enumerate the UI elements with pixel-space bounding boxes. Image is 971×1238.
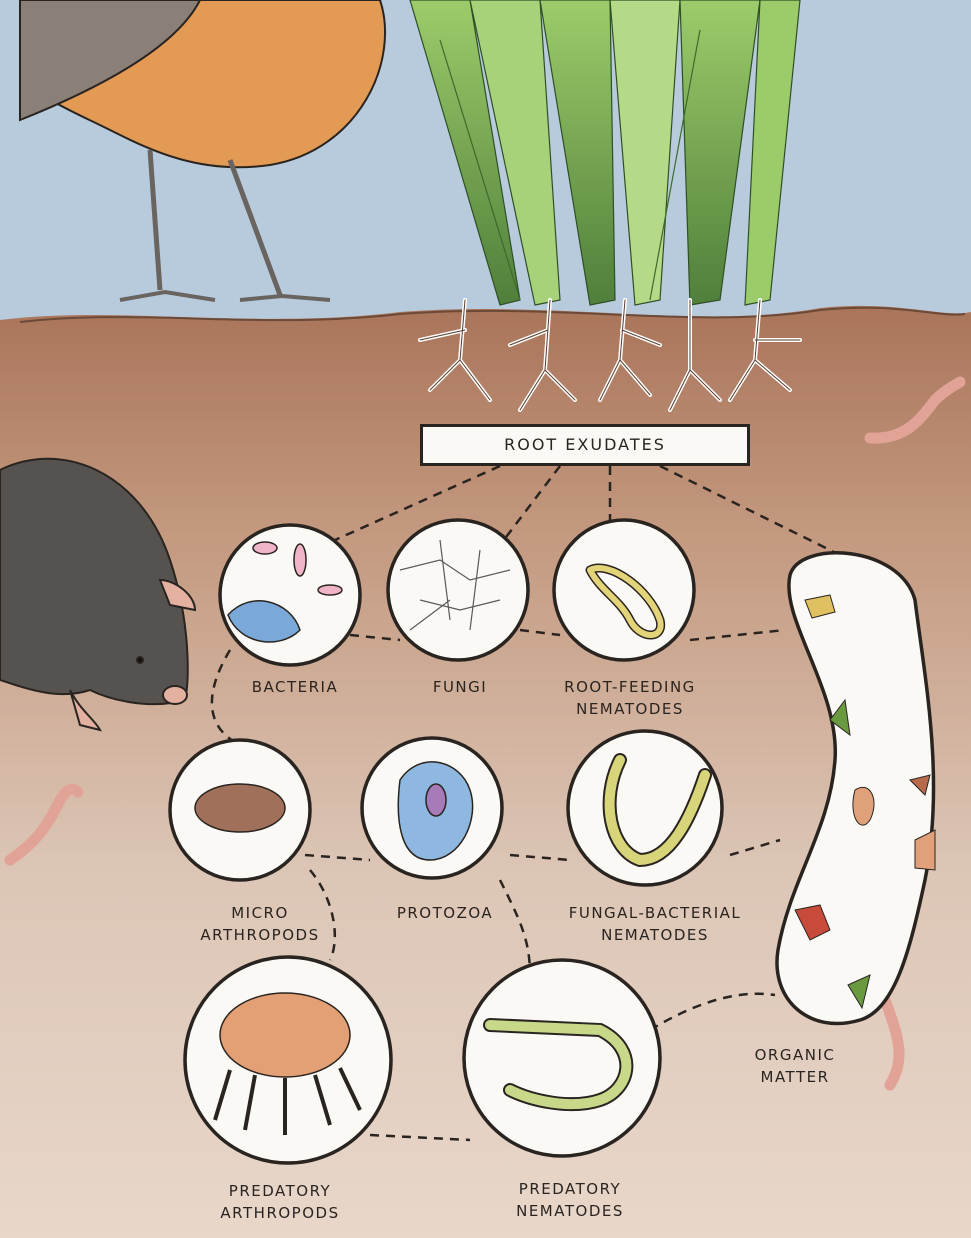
- label-fungal-bacterial-nematodes: FUNGAL-BACTERIAL NEMATODES: [545, 902, 765, 946]
- bacteria-circle: [220, 525, 360, 665]
- label-organic-matter: ORGANIC MATTER: [745, 1044, 845, 1088]
- label-protozoa: PROTOZOA: [380, 902, 510, 924]
- label-micro-arthropods: MICRO ARTHROPODS: [190, 902, 330, 946]
- root-feeding-nematodes-circle: [554, 520, 694, 660]
- fungi-circle: [388, 520, 528, 660]
- label-root-feeding-nematodes: ROOT-FEEDING NEMATODES: [550, 676, 710, 720]
- micro-arthropod-drawing: [195, 784, 285, 832]
- label-bacteria: BACTERIA: [240, 676, 350, 698]
- root-exudates-box: ROOT EXUDATES: [420, 424, 750, 466]
- label-fungi: FUNGI: [410, 676, 510, 698]
- label-predatory-arthropods: PREDATORY ARTHROPODS: [200, 1180, 360, 1224]
- label-predatory-nematodes: PREDATORY NEMATODES: [490, 1178, 650, 1222]
